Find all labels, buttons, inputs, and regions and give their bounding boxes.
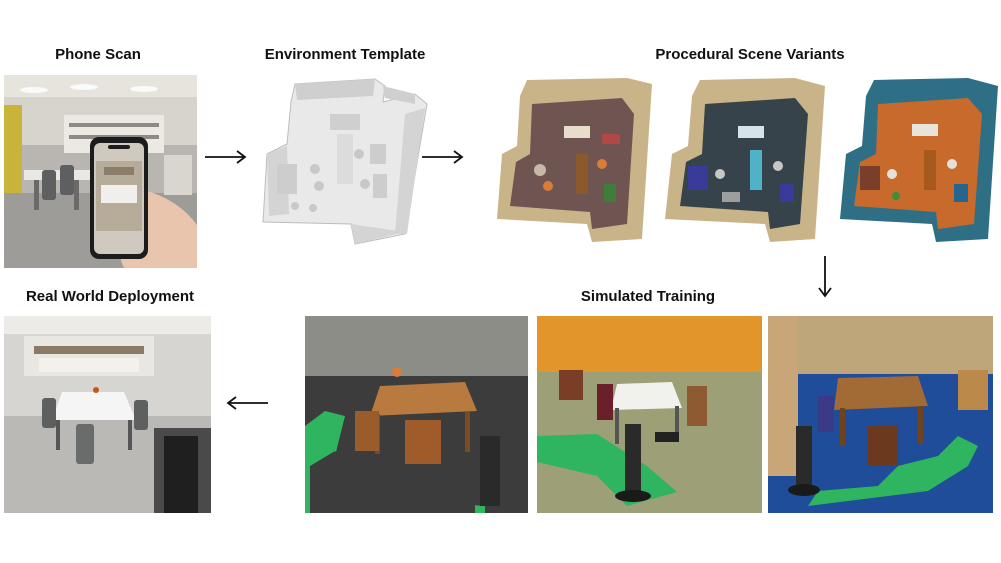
label-procedural-scene-variants: Procedural Scene Variants: [655, 46, 845, 63]
scene-variant-2: [660, 74, 830, 246]
simulated-training-view-2: [537, 316, 762, 513]
real-world-deployment-photo: [4, 316, 211, 513]
simulated-training-view-3: [768, 316, 993, 513]
scene-variant-1: [492, 74, 657, 246]
label-phone-scan: Phone Scan: [55, 46, 141, 63]
phone-scan-photo: [4, 75, 197, 268]
arrow-down-icon: [818, 256, 832, 298]
label-environment-template: Environment Template: [264, 46, 426, 63]
environment-template-model: [255, 74, 433, 252]
label-simulated-training: Simulated Training: [580, 288, 716, 305]
arrow-right-icon: [422, 150, 464, 164]
scene-variant-3: [836, 74, 1001, 246]
simulated-training-view-1: [305, 316, 528, 513]
arrow-left-icon: [226, 396, 268, 410]
arrow-right-icon: [205, 150, 247, 164]
label-real-world-deployment: Real World Deployment: [25, 288, 195, 305]
